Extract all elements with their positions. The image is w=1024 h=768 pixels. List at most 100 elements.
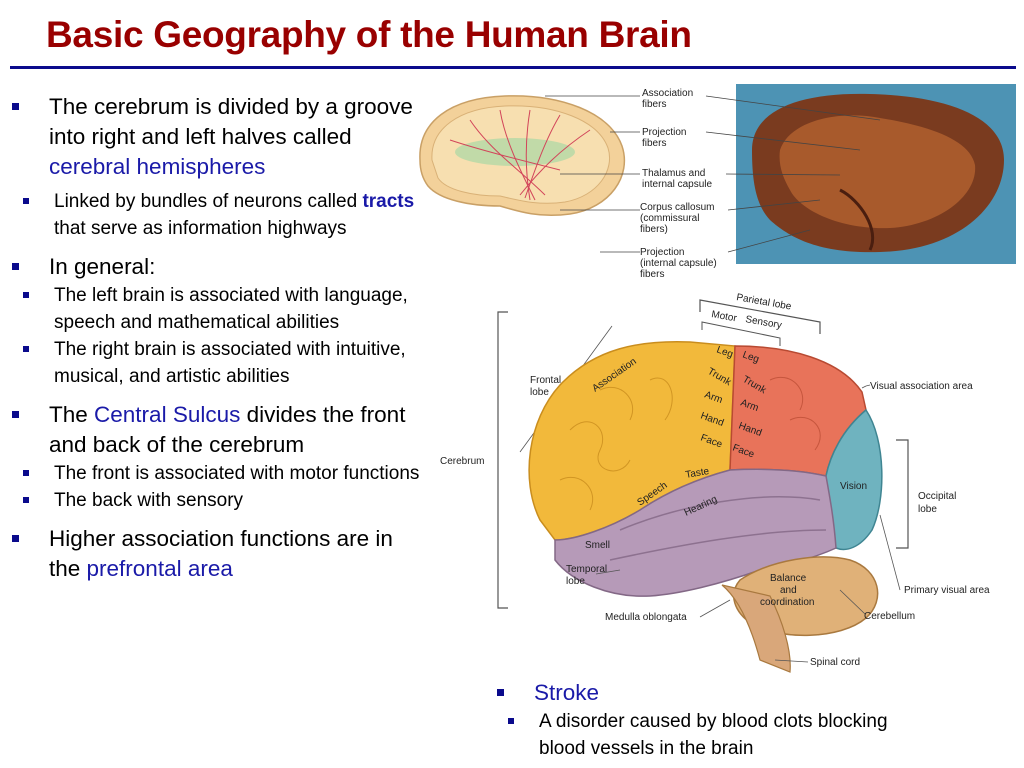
label-corpus-callosum-2: (commissural: [640, 213, 699, 224]
term-tracts: tracts: [362, 191, 415, 212]
label-visual-association: Visual association area: [870, 381, 973, 392]
fiber-lines: [449, 109, 591, 201]
sub-bullet-text: A disorder caused by blood clots blockin…: [539, 711, 888, 759]
label-parietal-lobe: Parietal lobe: [735, 292, 792, 313]
term-prefrontal-area: prefrontal area: [86, 556, 233, 581]
label-projection-internal-3: fibers: [640, 269, 664, 280]
label-frontal-lobe-2: lobe: [530, 387, 549, 398]
label-vision: Vision: [840, 481, 867, 492]
label-taste: Taste: [685, 466, 711, 481]
sub-bullet-text: Linked by bundles of neurons called: [54, 191, 363, 212]
bullet-central-sulcus: The Central Sulcus divides the front and…: [10, 400, 430, 460]
bullet-group-association: Higher association functions are in the …: [10, 524, 430, 584]
label-association-fibers-2: fibers: [642, 99, 666, 110]
parietal-gyri: [769, 376, 821, 451]
gyri-texture: [559, 377, 673, 511]
label-motor-leg: Leg: [715, 344, 734, 360]
label-balance: Balance: [770, 573, 807, 584]
temporal-gyri: [609, 496, 827, 561]
sub-bullet-back: The back with sensory: [0, 487, 430, 514]
temporal-lobe: [554, 468, 837, 597]
sub-bullet-text: The right brain is associated with intui…: [54, 339, 406, 387]
bullet-association: Higher association functions are in the …: [10, 524, 430, 584]
motor-sensory-bracket: [701, 321, 781, 346]
sub-bullet-stroke: A disorder caused by blood clots blockin…: [456, 708, 936, 762]
sub-bullet-text: The back with sensory: [54, 490, 244, 511]
parietal-bracket: [699, 299, 821, 334]
bullet-text: The: [49, 402, 95, 427]
label-temporal-lobe-2: lobe: [566, 576, 585, 587]
sub-bullet-text: The front is associated with motor funct…: [54, 463, 420, 484]
bullet-text: The cerebrum is divided by a groove into…: [49, 94, 413, 149]
stroke-bullet-group: Stroke A disorder caused by blood clots …: [495, 678, 1015, 762]
term-cerebral-hemispheres: cerebral hemispheres: [49, 154, 266, 179]
sub-bullet-marker: [23, 346, 29, 352]
bullet-general: In general:: [10, 252, 430, 282]
label-occipital-lobe-2: lobe: [918, 504, 937, 515]
sub-bullet-text: that serve as information highways: [54, 218, 347, 239]
sub-bullet-tracts: Linked by bundles of neurons called trac…: [0, 188, 430, 242]
label-corpus-callosum-3: fibers): [640, 224, 668, 235]
brain-photo-fold: [839, 188, 875, 251]
bullet-text: divides the front and back of the cerebr…: [49, 402, 406, 457]
bullet-text: In general:: [49, 254, 156, 279]
term-central-sulcus: Central Sulcus: [94, 402, 241, 427]
bullet-marker: [497, 689, 504, 696]
lobe-leader-lines: [595, 384, 901, 663]
occipital-bracket: [896, 439, 909, 549]
label-sensory-leg: Leg: [741, 349, 760, 365]
label-spinal-cord: Spinal cord: [810, 657, 860, 668]
sub-bullet-marker: [23, 470, 29, 476]
label-projection-internal-2: (internal capsule): [640, 258, 717, 269]
bullet-text: Higher association functions are in the: [49, 526, 393, 581]
label-balance-3: coordination: [760, 597, 814, 608]
sub-bullet-right-brain: The right brain is associated with intui…: [0, 336, 430, 390]
label-projection-internal: Projection: [640, 247, 684, 258]
bullet-marker: [12, 103, 19, 110]
bullet-list: The cerebrum is divided by a groove into…: [10, 92, 430, 594]
sub-bullet-left-brain: The left brain is associated with langua…: [0, 282, 430, 336]
slide-title: Basic Geography of the Human Brain: [46, 14, 692, 55]
bullet-group-cerebrum: The cerebrum is divided by a groove into…: [10, 92, 430, 242]
brain-lobes-figure: Parietal lobe Motor Sensory Frontal lobe…: [440, 292, 990, 673]
cerebrum-bracket: [497, 311, 508, 609]
label-balance-2: and: [780, 585, 797, 596]
sub-bullet-marker: [508, 718, 514, 724]
label-smell: Smell: [585, 540, 610, 551]
term-stroke: Stroke: [534, 680, 600, 705]
brainstem: [721, 584, 791, 673]
sub-bullet-marker: [23, 198, 29, 204]
bullet-cerebrum: The cerebrum is divided by a groove into…: [10, 92, 430, 182]
leader-lines: [545, 95, 881, 253]
brain-section-figure: Association fibers Projection fibers Tha…: [419, 84, 1016, 280]
bullet-marker: [12, 411, 19, 418]
label-temporal-lobe: Temporal: [566, 564, 607, 575]
label-cerebellum: Cerebellum: [864, 611, 915, 622]
bullet-stroke: Stroke: [495, 678, 1015, 708]
label-cerebrum: Cerebrum: [440, 456, 484, 467]
label-sensory: Sensory: [744, 314, 782, 331]
label-frontal-lobe: Frontal: [530, 375, 561, 386]
bullet-marker: [12, 535, 19, 542]
label-medulla: Medulla oblongata: [605, 612, 687, 623]
title-divider: [10, 66, 1016, 69]
sub-bullet-marker: [23, 497, 29, 503]
corpus-callosum-drawing: [455, 138, 575, 166]
sub-bullet-text: The left brain is associated with langua…: [54, 285, 408, 333]
bullet-group-general: In general: The left brain is associated…: [10, 252, 430, 390]
label-occipital-lobe: Occipital: [918, 491, 956, 502]
brain-photo-white-matter: [779, 115, 976, 229]
bullet-group-central-sulcus: The Central Sulcus divides the front and…: [10, 400, 430, 514]
label-thalamus-2: internal capsule: [642, 179, 712, 190]
label-projection-fibers: Projection: [642, 127, 686, 138]
bullet-marker: [12, 263, 19, 270]
label-association-fibers: Association: [642, 88, 693, 99]
sub-bullet-marker: [23, 292, 29, 298]
label-primary-visual: Primary visual area: [904, 585, 990, 596]
top-figure-labels: Association fibers Projection fibers Tha…: [640, 88, 717, 280]
label-projection-fibers-2: fibers: [642, 138, 666, 149]
label-thalamus: Thalamus and: [642, 168, 705, 179]
label-motor: Motor: [710, 309, 738, 324]
sub-bullet-front: The front is associated with motor funct…: [0, 460, 430, 487]
label-corpus-callosum: Corpus callosum: [640, 202, 714, 213]
